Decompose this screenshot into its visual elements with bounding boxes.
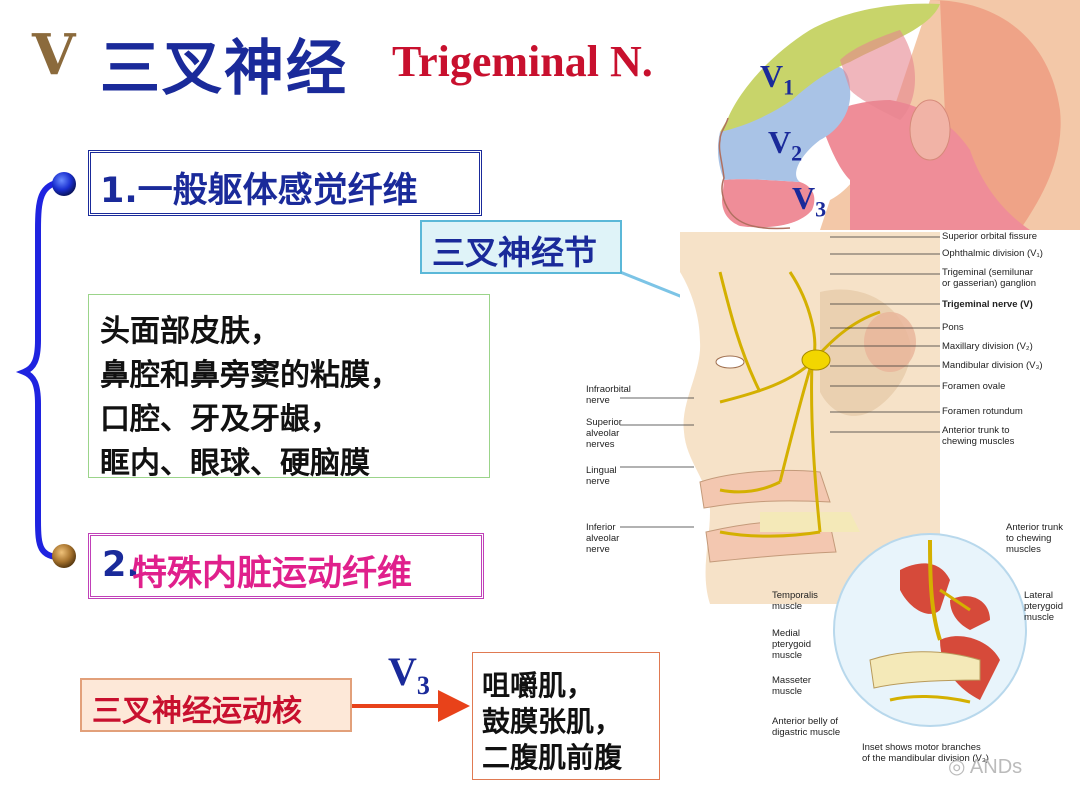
ganglion-label: 三叉神经节 bbox=[432, 233, 597, 272]
v3-zone bbox=[820, 100, 1030, 230]
wechat-icon: ◎ bbox=[948, 756, 966, 778]
muscle-line: 咀嚼肌， bbox=[482, 669, 595, 702]
muscle-line: 二腹肌前腹 bbox=[482, 741, 623, 774]
motor-nucleus-label: 三叉神经运动核 bbox=[92, 694, 302, 729]
title-chinese: 三叉神经 bbox=[100, 34, 348, 104]
sensory-line: 鼻腔和鼻旁窦的粘膜， bbox=[100, 358, 400, 393]
bracket-brace bbox=[15, 179, 65, 561]
label-foramen-ovale: Foramen ovale bbox=[942, 381, 1006, 392]
general-somatic-label: 1.一般躯体感觉纤维 bbox=[100, 171, 418, 211]
title-roman-numeral: V bbox=[32, 22, 76, 88]
bullet-blue-icon bbox=[52, 172, 76, 196]
sensory-line: 眶内、眼球、硬脑膜 bbox=[100, 446, 370, 481]
left-leader-lines bbox=[620, 397, 694, 528]
label-trigeminal-nerve: Trigeminal nerve (V) bbox=[942, 299, 1033, 310]
general-somatic-box bbox=[88, 150, 482, 216]
v1-label: V1 bbox=[760, 58, 795, 100]
inset-motor-illustration bbox=[833, 533, 1027, 727]
title-english: Trigeminal N. bbox=[392, 37, 653, 86]
label-ophthalmic-division: Ophthalmic division (V₁) bbox=[942, 248, 1043, 259]
sensory-area-box bbox=[88, 294, 490, 478]
muscles-box bbox=[472, 652, 660, 780]
label-mandibular-division: Mandibular division (V₃) bbox=[942, 360, 1043, 371]
motor-nucleus-box bbox=[80, 678, 352, 732]
sensory-line: 口腔、牙及牙龈， bbox=[100, 402, 340, 437]
v3-zone-label: V3 bbox=[792, 180, 827, 222]
special-visceral-box bbox=[88, 533, 484, 599]
right-leader-lines bbox=[830, 236, 940, 433]
ganglion-box bbox=[420, 220, 622, 274]
special-visceral-number: 2. bbox=[102, 545, 140, 585]
sensory-line: 头面部皮肤， bbox=[100, 314, 280, 349]
label-superior-orbital-fissure: Superior orbital fissure bbox=[942, 231, 1038, 242]
ganglion-marker bbox=[801, 349, 831, 371]
special-visceral-label: 特殊内脏运动纤维 bbox=[132, 554, 413, 594]
v2-zone bbox=[717, 66, 851, 182]
muscle-line: 鼓膜张肌， bbox=[482, 705, 623, 738]
label-maxillary-division: Maxillary division (V₂) bbox=[942, 341, 1033, 352]
label-foramen-rotundum: Foramen rotundum bbox=[942, 406, 1023, 417]
nerve-anatomy-illustration bbox=[680, 232, 940, 604]
bullet-brown-icon bbox=[52, 544, 76, 568]
v2-label: V2 bbox=[768, 124, 803, 166]
watermark: ◎ ANDs bbox=[948, 756, 1023, 778]
v3-branch-label: V3 bbox=[388, 649, 430, 700]
label-pons: Pons bbox=[942, 322, 964, 333]
dermatome-illustration bbox=[717, 0, 1080, 230]
